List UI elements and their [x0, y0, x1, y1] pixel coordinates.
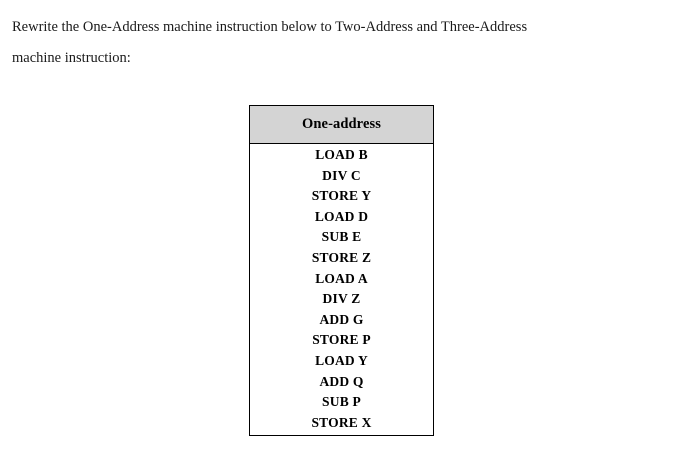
table-row: DIV C: [322, 167, 361, 183]
table-header-row: One-address: [250, 106, 433, 144]
table-row: LOAD B: [315, 147, 368, 162]
prompt-line-1: Rewrite the One-Address machine instruct…: [12, 19, 528, 35]
table-row: STORE Y: [311, 188, 372, 204]
table-body: LOAD B DIV C STORE Y LOAD D SUB E STORE …: [250, 144, 433, 435]
one-address-instruction-table: One-address LOAD B DIV C STORE Y LOAD D …: [249, 105, 434, 437]
table-header-label: One-address: [302, 116, 381, 132]
table-row: STORE Z: [311, 249, 372, 265]
prompt-paragraph: Rewrite the One-Address machine instruct…: [12, 12, 676, 74]
table-row: ADD G: [319, 311, 364, 327]
prompt-line-2: machine instruction:: [12, 50, 131, 66]
clipped-footer-text: [590, 443, 693, 453]
table-row: STORE P: [312, 332, 371, 348]
table-row: SUB P: [322, 394, 361, 410]
table-row: STORE X: [311, 414, 372, 430]
table-row: LOAD D: [314, 208, 369, 224]
table-row: ADD Q: [319, 373, 364, 389]
table-row: DIV Z: [322, 291, 361, 307]
table-row: SUB E: [321, 229, 362, 245]
table-row: LOAD A: [315, 270, 368, 286]
table-row: LOAD Y: [315, 352, 368, 368]
